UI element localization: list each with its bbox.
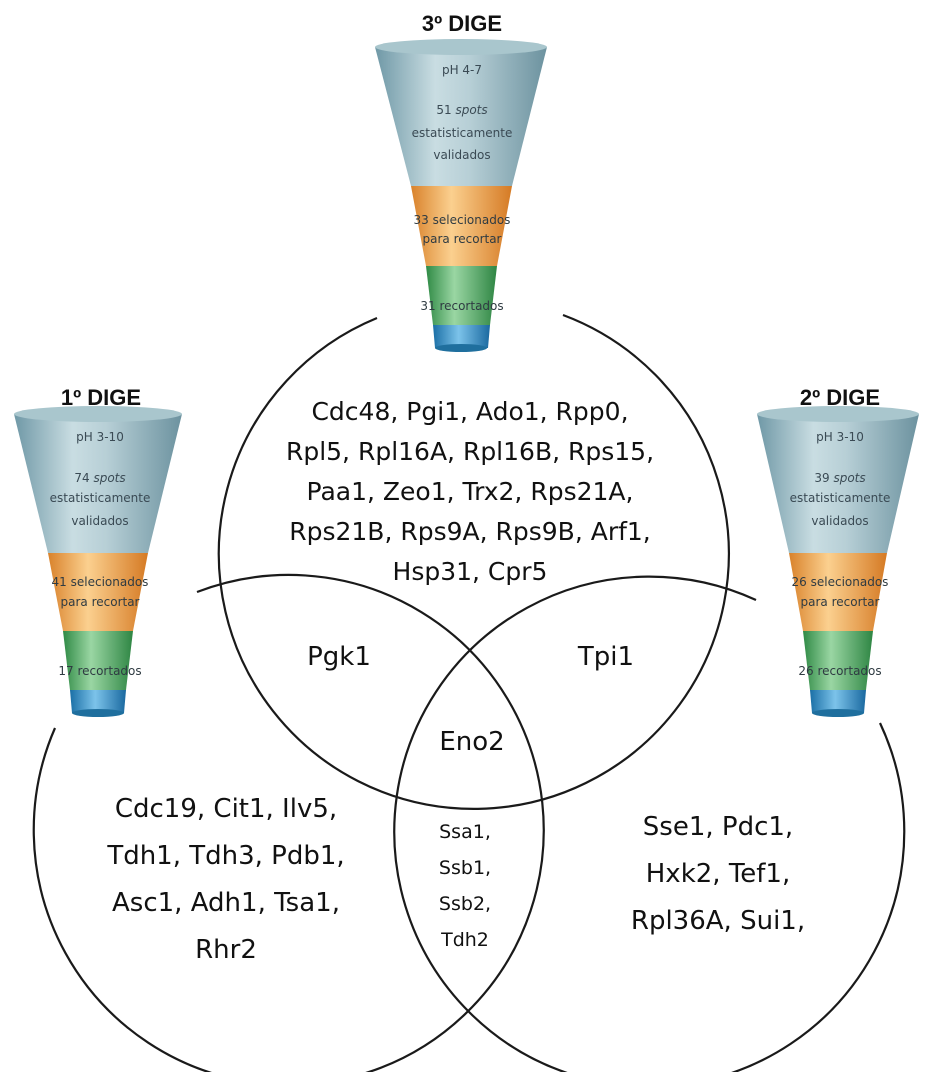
funnel-title: 3º DIGE bbox=[422, 11, 502, 36]
funnel-stage-cut bbox=[426, 266, 497, 325]
funnel-stage-selected bbox=[411, 186, 512, 266]
gene-list-line: Asc1, Adh1, Tsa1, bbox=[112, 888, 340, 918]
funnel-spots-line: 39 spots bbox=[814, 471, 865, 485]
funnel-base-rim bbox=[812, 709, 864, 717]
funnel-cut-label: 17 recortados bbox=[58, 664, 141, 678]
gene-list-line: Rpl36A, Sui1, bbox=[631, 906, 805, 936]
circle-dige1 bbox=[32, 573, 545, 1072]
funnel-title: 1º DIGE bbox=[61, 385, 141, 410]
funnel-rim bbox=[375, 39, 547, 55]
funnel-stage-cut bbox=[803, 631, 873, 690]
region-dige1-dige3-label: Pgk1 bbox=[307, 642, 371, 672]
region-only-dige3: Cdc48, Pgi1, Ado1, Rpp0, Rpl5, Rpl16A, R… bbox=[286, 397, 654, 586]
funnel-stage-validated bbox=[375, 47, 547, 186]
funnel-validated-line1: estatisticamente bbox=[50, 491, 151, 505]
gene-list-line: Cdc48, Pgi1, Ado1, Rpp0, bbox=[311, 397, 628, 426]
funnel-selected-line1: 26 selecionados bbox=[792, 575, 889, 589]
funnel-selected-line1: 33 selecionados bbox=[414, 213, 511, 227]
funnel-selected-line2: para recortar bbox=[61, 595, 140, 609]
funnel-rim bbox=[757, 406, 919, 422]
venn-circles bbox=[32, 313, 906, 1072]
funnel-rim bbox=[14, 406, 182, 422]
gene-list-line: Rhr2 bbox=[195, 935, 257, 965]
region-dige1-dige2: Ssa1, Ssb1, Ssb2, Tdh2 bbox=[439, 821, 491, 951]
funnel-stage-base bbox=[70, 690, 126, 713]
funnel-title: 2º DIGE bbox=[800, 385, 880, 410]
gene-list-line: Hsp31, Cpr5 bbox=[393, 557, 548, 586]
funnel-selected-line2: para recortar bbox=[423, 232, 502, 246]
gene-list-line: Hxk2, Tef1, bbox=[646, 859, 791, 889]
gene-list-line: Cdc19, Cit1, Ilv5, bbox=[115, 794, 337, 824]
funnel-dige2: 2º DIGE pH 3-10 39 spots estatisticament… bbox=[757, 385, 919, 717]
funnel-dige3: 3º DIGE pH 4-7 51 spots estatisticamente… bbox=[375, 11, 547, 352]
region-only-dige1: Cdc19, Cit1, Ilv5, Tdh1, Tdh3, Pdb1, Asc… bbox=[106, 794, 344, 965]
funnel-selected-line1: 41 selecionados bbox=[52, 575, 149, 589]
funnel-validated-line2: validados bbox=[811, 514, 868, 528]
funnel-stage-base bbox=[433, 325, 490, 348]
funnel-ph: pH 3-10 bbox=[816, 430, 864, 444]
gene-list-line: Paa1, Zeo1, Trx2, Rps21A, bbox=[307, 477, 634, 506]
funnel-base-rim bbox=[435, 344, 487, 352]
gene-list-line: Ssa1, bbox=[439, 821, 491, 843]
funnel-validated-line1: estatisticamente bbox=[790, 491, 891, 505]
region-dige2-dige3-label: Tpi1 bbox=[577, 642, 634, 672]
funnel-stage-selected bbox=[789, 553, 887, 631]
funnel-cut-label: 31 recortados bbox=[420, 299, 503, 313]
funnel-cut-label: 26 recortados bbox=[798, 664, 881, 678]
circle-dige3 bbox=[217, 313, 730, 810]
funnel-stage-validated bbox=[14, 414, 182, 553]
funnel-spots-line: 51 spots bbox=[436, 103, 487, 117]
gene-list-line: Ssb1, bbox=[439, 857, 491, 879]
region-only-dige2: Sse1, Pdc1, Hxk2, Tef1, Rpl36A, Sui1, bbox=[631, 812, 805, 936]
gene-list-line: Rps21B, Rps9A, Rps9B, Arf1, bbox=[289, 517, 651, 546]
funnel-stage-cut bbox=[63, 631, 133, 690]
gene-list-line: Tdh1, Tdh3, Pdb1, bbox=[106, 841, 344, 871]
circle-dige2 bbox=[393, 575, 906, 1072]
funnel-selected-line2: para recortar bbox=[801, 595, 880, 609]
gene-list-line: Sse1, Pdc1, bbox=[643, 812, 793, 842]
gene-list-line: Rpl5, Rpl16A, Rpl16B, Rps15, bbox=[286, 437, 654, 466]
region-all-three-label: Eno2 bbox=[439, 727, 504, 757]
funnel-spots-line: 74 spots bbox=[74, 471, 125, 485]
funnel-validated-line2: validados bbox=[71, 514, 128, 528]
gene-list-line: Ssb2, bbox=[439, 893, 491, 915]
funnel-ph: pH 4-7 bbox=[442, 63, 482, 77]
funnel-ph: pH 3-10 bbox=[76, 430, 124, 444]
gene-list-line: Tdh2 bbox=[440, 929, 489, 951]
funnel-dige1: 1º DIGE pH 3-10 74 spots estatisticament… bbox=[14, 385, 182, 717]
funnel-stage-selected bbox=[48, 553, 148, 631]
funnel-validated-line2: validados bbox=[433, 148, 490, 162]
funnel-stage-validated bbox=[757, 414, 919, 553]
funnel-base-rim bbox=[72, 709, 124, 717]
funnel-stage-base bbox=[810, 690, 866, 713]
funnel-validated-line1: estatisticamente bbox=[412, 126, 513, 140]
